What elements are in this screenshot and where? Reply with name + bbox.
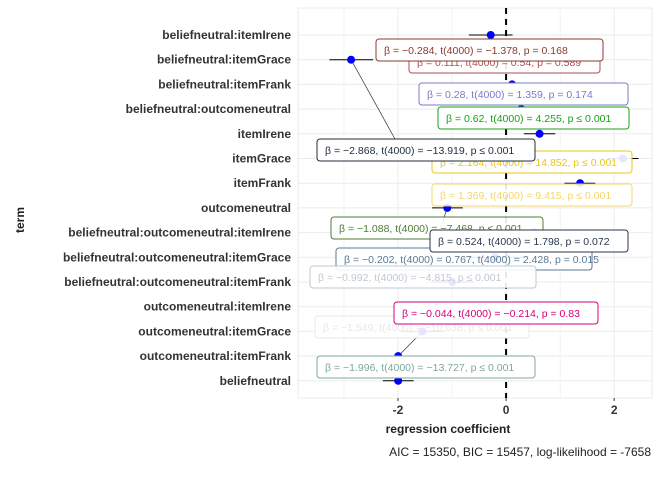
y-tick-label: beliefneutral:itemFrank <box>158 77 291 91</box>
ghost-label-box <box>309 265 537 289</box>
ghost-label-text: β = 1.369, t(4000) = 9.415, p ≤ 0.001 <box>440 190 611 202</box>
y-tick-labels: beliefneutral:itemIrene beliefneutral:ite… <box>63 28 291 388</box>
data-point <box>535 129 544 138</box>
estimate-label-box <box>429 229 629 253</box>
estimate-label-text: β = −2.868, t(4000) = −13.919, p ≤ 0.001 <box>325 145 514 157</box>
ghost-label-text: β = −1.549, t(4000) = −10.638, p ≤ 0.001 <box>323 322 512 334</box>
estimate-label-text: β = 0.28, t(4000) = 1.359, p = 0.174 <box>427 89 593 101</box>
y-tick-label: beliefneutral:outcomeneutral:itemFrank <box>64 275 291 289</box>
y-tick-label: outcomeneutral:itemIrene <box>144 300 292 314</box>
y-tick-label: beliefneutral:outcomeneutral:itemGrace <box>63 250 291 264</box>
estimate-label-text: β = −0.284, t(4000) = −1.378, p = 0.168 <box>384 45 568 57</box>
y-tick-label: itemIrene <box>238 127 292 141</box>
estimate-label-text: β = 0.524, t(4000) = 1.798, p = 0.072 <box>438 236 610 248</box>
estimate-label-text: β = −1.996, t(4000) = −13.727, p ≤ 0.001 <box>325 362 514 374</box>
estimate-label-box <box>316 355 536 379</box>
estimate-label-box <box>393 301 599 325</box>
y-tick-label: beliefneutral:itemGrace <box>157 53 291 67</box>
estimate-label-text: β = 0.62, t(4000) = 4.255, p ≤ 0.001 <box>446 113 611 125</box>
x-tick-label: 0 <box>503 403 510 417</box>
y-tick-label: itemGrace <box>232 152 291 166</box>
label-connector <box>350 59 396 140</box>
x-axis-title: regression coefficient <box>386 422 511 436</box>
data-point <box>486 31 495 39</box>
data-point <box>347 55 356 64</box>
y-tick-label: outcomeneutral:itemGrace <box>138 324 291 338</box>
estimate-label-box <box>418 82 629 106</box>
ghost-label-box <box>431 183 633 207</box>
ghost-label-text: β = −0.202, t(4000) = 0.767, t(4000) = 2… <box>344 254 599 266</box>
x-tick-label: -2 <box>393 403 404 417</box>
estimate-label-text: β = −0.044, t(4000) = −0.214, p = 0.83 <box>402 308 580 320</box>
chart-caption: AIC = 15350, BIC = 15457, log-likelihood… <box>389 445 651 459</box>
estimate-label-box <box>375 38 604 62</box>
estimate-label-box <box>437 106 630 130</box>
ghost-label-text: β = −0.992, t(4000) = −4.815, p ≤ 0.001 <box>318 272 502 284</box>
y-tick-label: beliefneutral:outcomeneutral <box>126 102 291 116</box>
x-tick-labels: -2 0 2 <box>393 398 618 417</box>
y-tick-label: beliefneutral:outcomeneutral:itemIrene <box>68 226 291 240</box>
x-tick-label: 2 <box>611 403 618 417</box>
y-axis-title: term <box>13 207 27 233</box>
y-tick-label: beliefneutral:itemIrene <box>162 28 291 42</box>
y-tick-label: itemFrank <box>234 176 292 190</box>
data-point <box>394 376 403 385</box>
y-tick-label: outcomeneutral:itemFrank <box>140 349 292 363</box>
estimate-label-box <box>316 138 536 162</box>
y-tick-label: outcomeneutral <box>201 201 291 215</box>
y-tick-label: beliefneutral <box>220 374 291 388</box>
